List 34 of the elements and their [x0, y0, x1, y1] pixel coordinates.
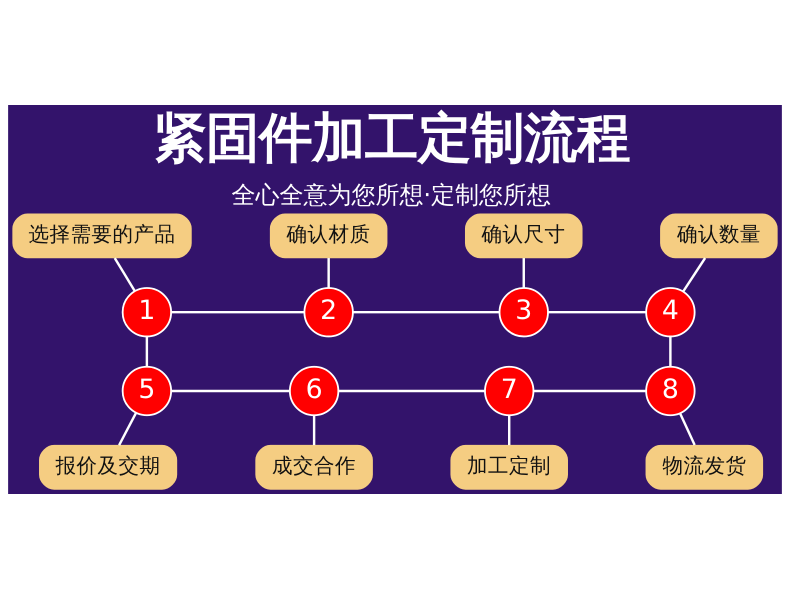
connector	[146, 336, 148, 366]
connector	[327, 258, 330, 288]
node-circle: 1	[122, 286, 172, 337]
node-circle: 6	[288, 365, 340, 416]
connector	[118, 412, 138, 446]
connector	[669, 336, 672, 366]
node-box: 确认尺寸	[464, 212, 583, 258]
node-box: 确认数量	[660, 212, 778, 258]
node-circle: 2	[304, 286, 354, 337]
caption: 全心全意为您所想·定制您所想	[231, 180, 552, 209]
node-box: 物流发货	[646, 444, 764, 490]
connector	[548, 310, 646, 313]
node-box: 加工定制	[450, 444, 568, 490]
connector	[533, 389, 646, 392]
connector	[114, 256, 136, 291]
connector	[679, 412, 696, 446]
connector	[508, 415, 510, 445]
connector	[682, 256, 706, 292]
node-box: 选择需要的产品	[12, 212, 192, 258]
node-circle: 8	[645, 365, 696, 416]
node-circle: 5	[122, 365, 172, 416]
connector	[171, 310, 304, 313]
node-circle: 3	[498, 286, 549, 337]
node-circle: 4	[645, 286, 696, 337]
diagram-title: 紧固件加工定制流程	[153, 106, 630, 169]
connector	[522, 258, 525, 288]
connector	[353, 310, 500, 313]
connector	[338, 389, 485, 392]
connector	[312, 415, 316, 445]
node-circle: 7	[484, 365, 534, 416]
node-box: 确认材质	[270, 212, 388, 258]
node-box: 报价及交期	[39, 444, 178, 490]
node-box: 成交合作	[255, 444, 373, 490]
connector	[171, 389, 290, 392]
